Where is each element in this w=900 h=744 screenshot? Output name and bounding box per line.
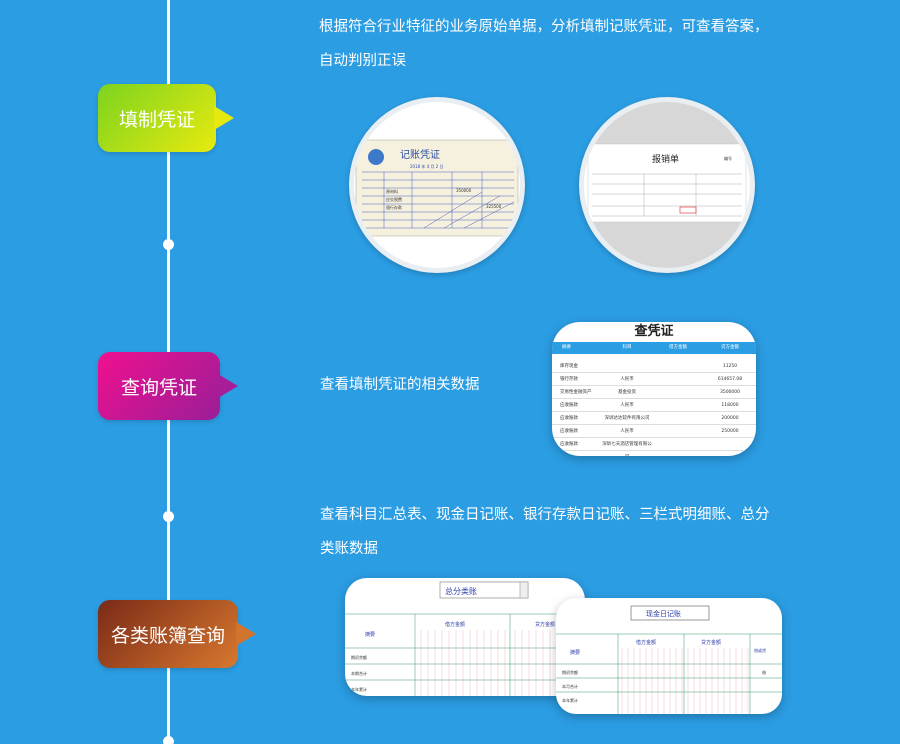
svg-text:编号: 编号	[724, 155, 732, 161]
tag-label: 各类账簿查询	[110, 624, 225, 647]
general-ledger-card: 总分类账 摘要 借方金额 贷方金额 期初余额 本期合计 本年累计	[345, 578, 585, 696]
timeline-dot	[163, 239, 174, 250]
svg-text:借或贷: 借或贷	[754, 647, 766, 653]
svg-text:借方金额: 借方金额	[636, 639, 656, 646]
section-description: 根据符合行业特征的业务原始单据，分析填制记账凭证，可查看答案， 自动判别正误	[319, 19, 769, 69]
table-row: 应收账款深圳七天酒店管理有限公司	[552, 438, 756, 456]
svg-text:应交税费: 应交税费	[386, 196, 402, 202]
svg-text:本年累计: 本年累计	[562, 697, 578, 703]
svg-text:本期合计: 本期合计	[351, 670, 367, 676]
svg-text:贷方金额: 贷方金额	[535, 621, 555, 628]
query-title: 查凭证	[634, 324, 674, 339]
tag-label: 填制凭证	[118, 108, 195, 131]
svg-text:期初余额: 期初余额	[351, 654, 367, 660]
cash-title: 现金日记账	[646, 609, 681, 618]
expense-preview-circle: 报销单 编号	[579, 97, 755, 273]
query-table-header: 摘要 科目 借方金额 贷方金额	[552, 342, 756, 354]
svg-text:本年累计: 本年累计	[351, 686, 367, 692]
section-description: 查看填制凭证的相关数据	[320, 377, 480, 393]
timeline-dot	[163, 511, 174, 522]
timeline-dot	[163, 736, 174, 744]
svg-text:借方金额: 借方金额	[445, 621, 465, 628]
svg-text:银行存款: 银行存款	[386, 204, 402, 210]
svg-text:原材料: 原材料	[386, 188, 398, 194]
tag-label: 查询凭证	[120, 376, 197, 399]
tag-ledger-query[interactable]: 各类账簿查询	[98, 600, 256, 668]
tag-query-voucher[interactable]: 查询凭证	[98, 352, 238, 420]
svg-text:期初余额: 期初余额	[562, 669, 578, 675]
voucher-date: 2018 年 4 月 2 日	[410, 163, 444, 169]
voucher-preview-circle: 记账凭证 2018 年 4 月 2 日 原材料 应交税费 银行存款 350000…	[349, 97, 525, 273]
svg-text:本月合计: 本月合计	[562, 683, 578, 689]
svg-text:摘要: 摘要	[570, 649, 580, 656]
logo-icon	[368, 149, 384, 165]
section-description: 查看科目汇总表、现金日记账、银行存款日记账、三栏式明细账、总分 类账数据	[320, 507, 770, 557]
tag-fill-voucher[interactable]: 填制凭证	[98, 84, 234, 152]
cash-journal-card: 现金日记账 摘要 借方金额 贷方金额 借或贷 借 期初余额 本月合计 本年累计	[556, 598, 782, 714]
stamp-icon	[679, 206, 697, 214]
svg-text:摘要: 摘要	[365, 631, 375, 638]
svg-text:贷方金额: 贷方金额	[701, 639, 721, 646]
svg-text:借: 借	[762, 669, 766, 675]
voucher-title: 记账凭证	[400, 148, 440, 161]
svg-text:350000: 350000	[456, 188, 472, 193]
expense-title: 报销单	[652, 153, 679, 165]
ledger-title: 总分类账	[445, 586, 477, 596]
svg-text:325500: 325500	[486, 204, 502, 209]
